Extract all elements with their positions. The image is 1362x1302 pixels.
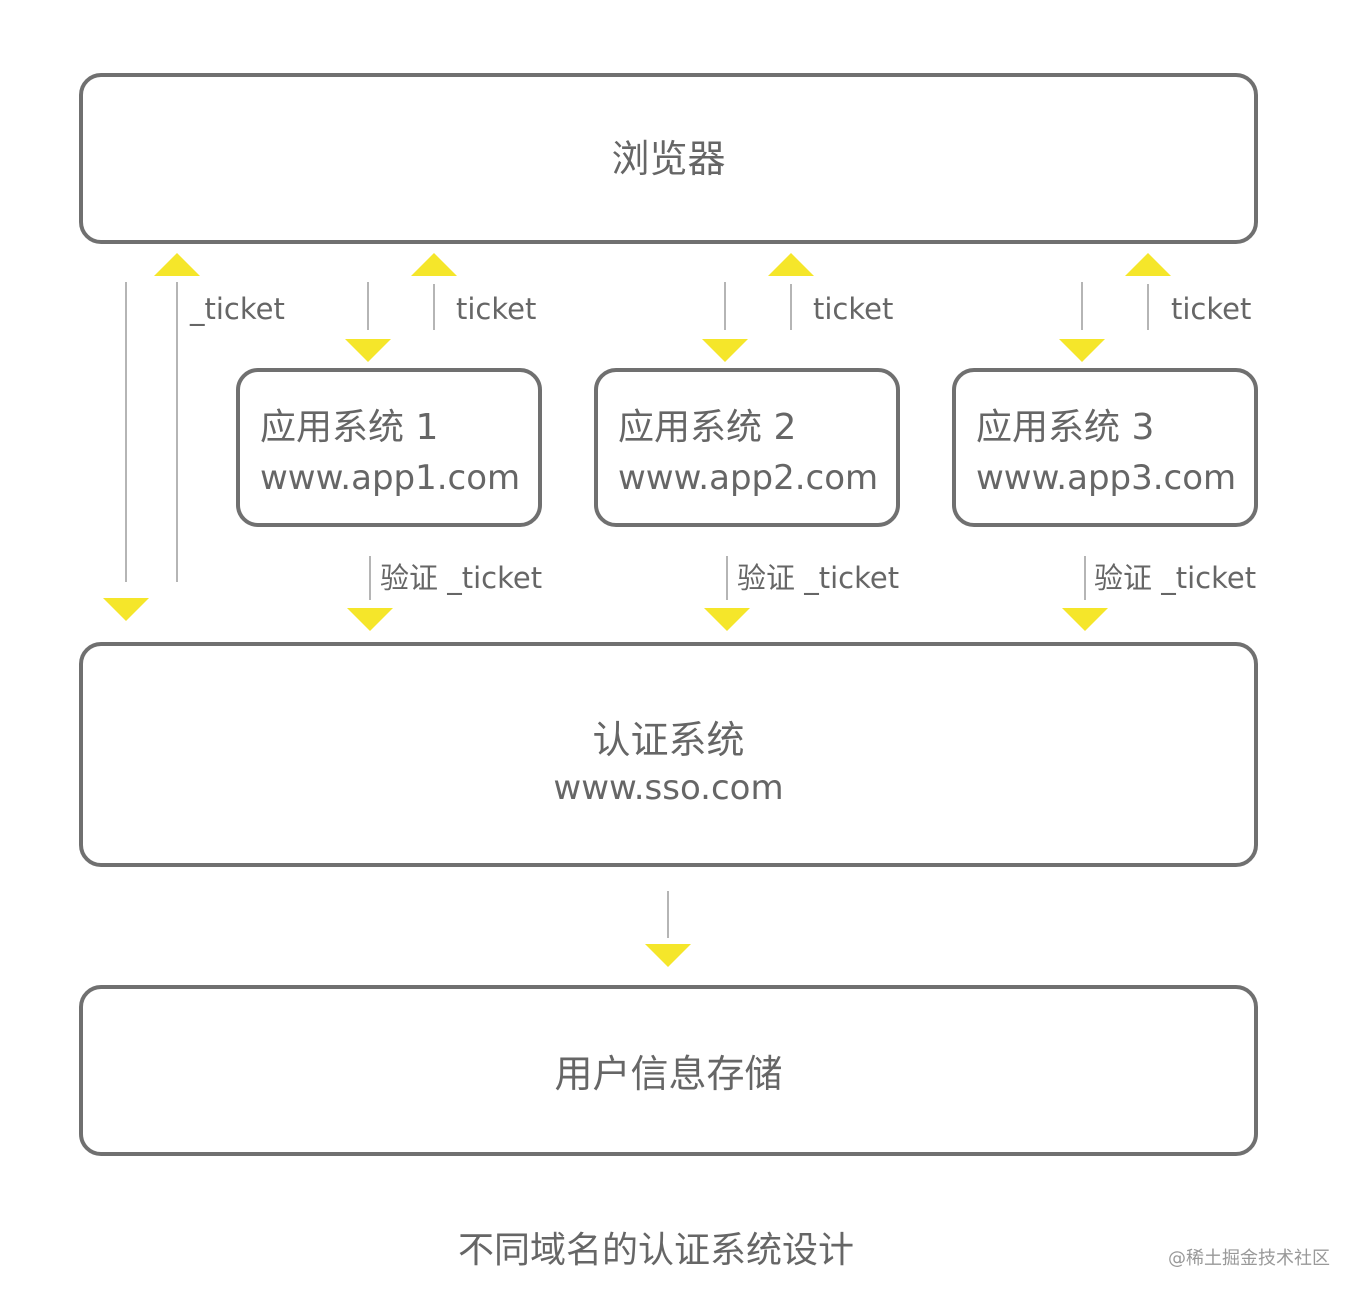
app-3-domain: www.app3.com xyxy=(976,458,1237,498)
arrow-down-app3-verify xyxy=(1062,608,1108,631)
label-app2-ticket: ticket xyxy=(813,292,894,326)
app-box-3: 应用系统 3 www.app3.com xyxy=(952,368,1258,527)
label-app3-ticket: ticket xyxy=(1171,292,1252,326)
arrow-up-app3-ticket xyxy=(1125,253,1171,276)
storage-title: 用户信息存储 xyxy=(554,1052,783,1096)
label-app2-verify: 验证 _ticket xyxy=(737,561,900,595)
label-sso-ticket: _ticket xyxy=(190,292,285,326)
label-app1-verify: 验证 _ticket xyxy=(380,561,543,595)
arrow-up-app2-ticket xyxy=(768,253,814,276)
auth-title: 认证系统 xyxy=(592,718,745,762)
arrow-down-sso-to-storage xyxy=(645,944,691,967)
app-2-name: 应用系统 2 xyxy=(618,407,797,448)
diagram-caption: 不同域名的认证系统设计 xyxy=(457,1230,854,1271)
browser-title: 浏览器 xyxy=(611,137,726,181)
app-box-1: 应用系统 1 www.app1.com xyxy=(236,368,542,527)
app-1-domain: www.app1.com xyxy=(260,458,521,498)
arrow-down-app2 xyxy=(702,339,748,362)
app-1-name: 应用系统 1 xyxy=(260,407,439,448)
arrow-down-app2-verify xyxy=(704,608,750,631)
arrow-down-app1-verify xyxy=(347,608,393,631)
watermark: @稀土掘金技术社区 xyxy=(1168,1248,1330,1269)
arrow-down-browser-to-sso xyxy=(103,598,149,621)
label-app1-ticket: ticket xyxy=(456,292,537,326)
app-2-domain: www.app2.com xyxy=(618,458,879,498)
browser-box: 浏览器 xyxy=(79,73,1258,244)
app-box-2: 应用系统 2 www.app2.com xyxy=(594,368,900,527)
arrow-up-app1-ticket xyxy=(411,253,457,276)
auth-domain: www.sso.com xyxy=(553,768,784,808)
app-3-name: 应用系统 3 xyxy=(976,407,1155,448)
arrow-down-app3 xyxy=(1059,339,1105,362)
auth-box: 认证系统 www.sso.com xyxy=(79,642,1258,867)
label-app3-verify: 验证 _ticket xyxy=(1094,561,1257,595)
storage-box: 用户信息存储 xyxy=(79,985,1258,1156)
arrow-down-app1 xyxy=(345,339,391,362)
arrow-up-sso-ticket xyxy=(154,253,200,276)
